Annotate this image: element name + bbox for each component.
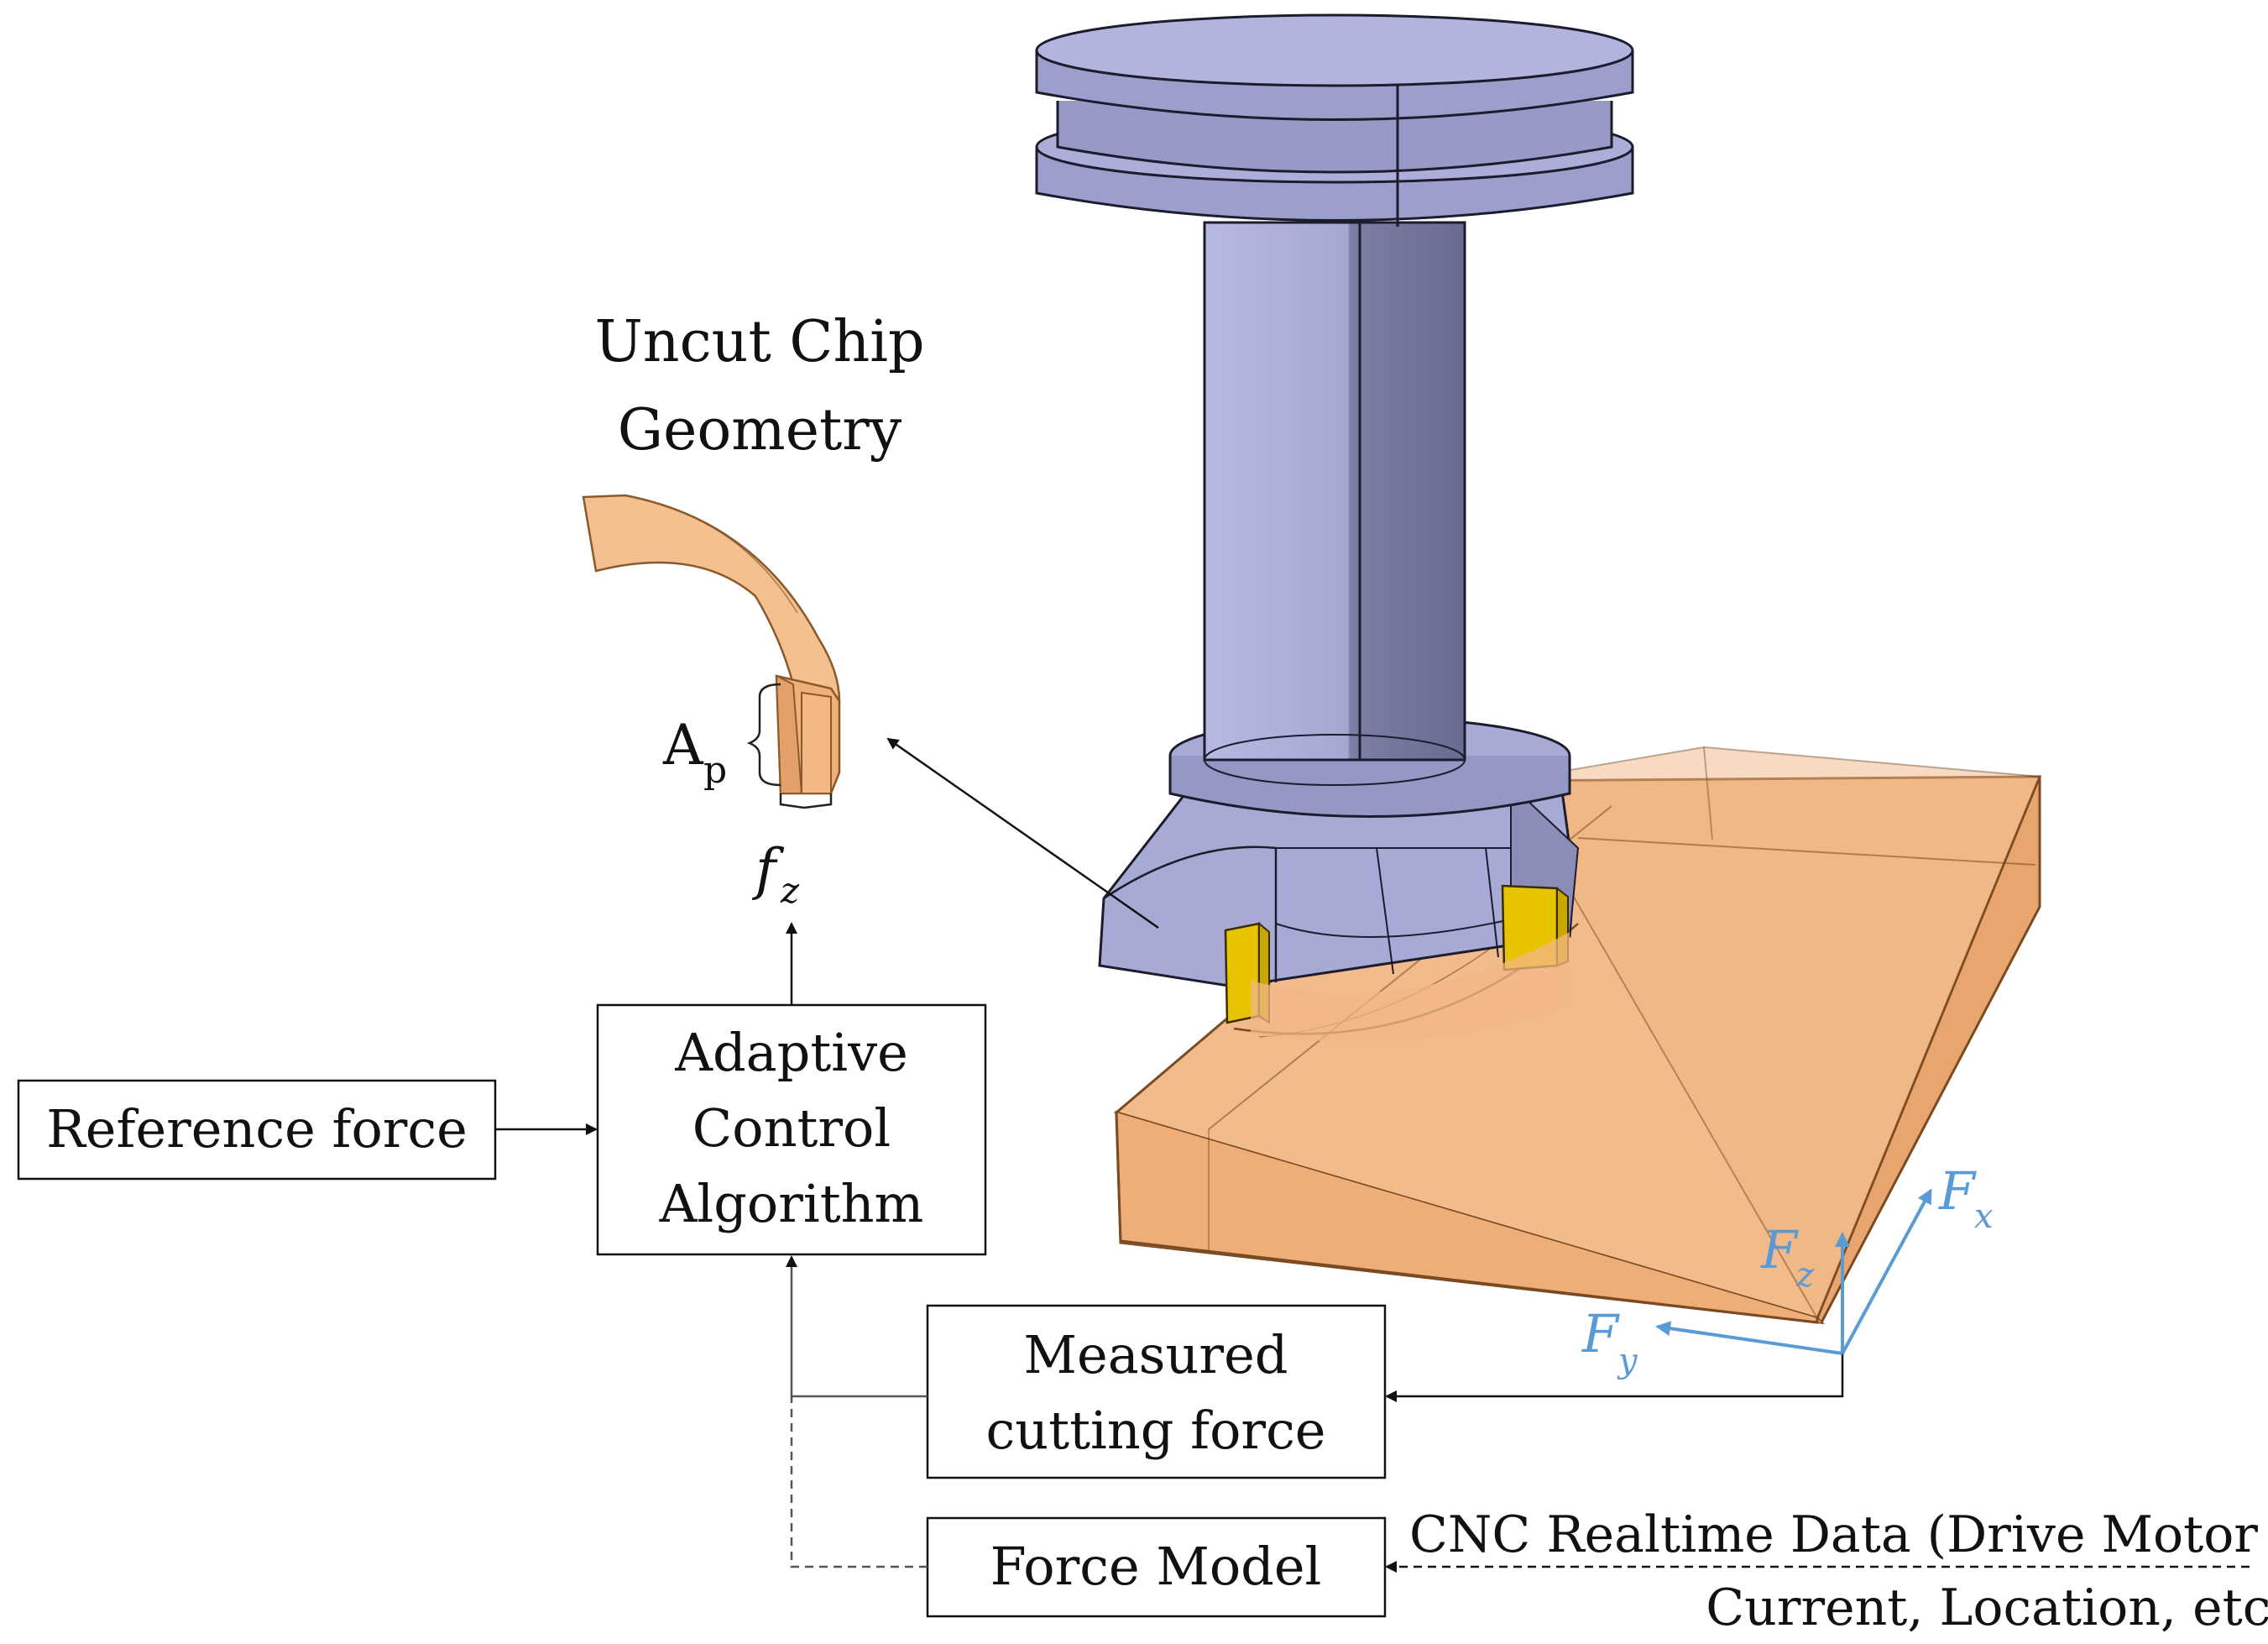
cnc-data-line1: CNC Realtime Data (Drive Motor	[1409, 1505, 2258, 1564]
cnc-data-line2: Current, Location, etc.)	[1706, 1579, 2268, 1637]
fz-symbol: f	[751, 837, 785, 902]
force-axes	[1655, 1188, 1932, 1355]
pulley	[1035, 13, 1634, 227]
fy-axis-arrow	[1655, 1321, 1843, 1355]
adaptive-line1: Adaptive	[674, 1022, 908, 1083]
reference-force-box	[17, 1079, 497, 1181]
workpiece-block	[1113, 746, 2042, 1325]
reference-force-label: Reference force	[46, 1098, 468, 1160]
force-model-label: Force Model	[990, 1536, 1322, 1597]
fz-subscript: z	[780, 870, 800, 911]
fz-label: F	[1760, 1219, 1799, 1280]
force-model-box	[926, 1516, 1387, 1618]
fy-label: F	[1581, 1303, 1620, 1364]
measured-force-box	[926, 1304, 1387, 1479]
adaptive-control-box	[596, 1003, 987, 1256]
chip-title-line2: Geometry	[618, 397, 902, 463]
fx-axis-arrow	[1841, 1188, 1932, 1354]
measured-line1: Measured	[1024, 1324, 1288, 1385]
measured-to-adaptive-line	[786, 1255, 928, 1398]
fx-subscript: x	[1974, 1197, 1994, 1236]
sensor-to-measured-arrow	[1385, 1353, 1844, 1402]
milling-tool	[1035, 13, 1634, 1042]
measured-line2: cutting force	[986, 1400, 1326, 1461]
uncut-chip-shape	[582, 494, 841, 809]
model-to-adaptive-line	[790, 1396, 928, 1568]
adaptive-line3: Algorithm	[659, 1173, 924, 1234]
ap-symbol: A	[662, 713, 704, 777]
chip-title-line1: Uncut Chip	[594, 309, 924, 375]
fx-label: F	[1938, 1160, 1977, 1222]
fz-subscript: z	[1795, 1256, 1815, 1295]
control-block-diagram: Reference force Adaptive Control Algorit…	[17, 922, 2250, 1618]
chip-pointer-arrow	[886, 737, 1159, 929]
fy-subscript: y	[1617, 1342, 1638, 1380]
ap-subscript: p	[703, 749, 727, 792]
adaptive-line2: Control	[692, 1097, 891, 1159]
